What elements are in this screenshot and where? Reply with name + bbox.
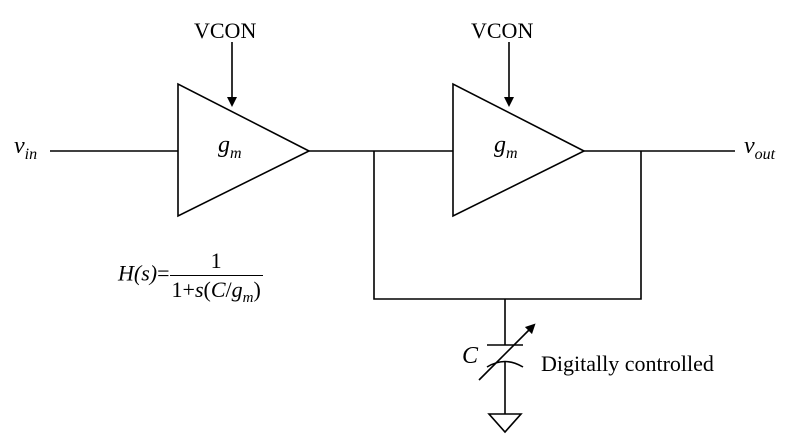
capacitor-tuning-arrow	[478, 323, 536, 381]
capacitor-note: Digitally controlled	[541, 351, 714, 376]
transfer-function-numerator: 1	[169, 250, 263, 276]
capacitor-label: C	[462, 343, 479, 369]
amplifier-1-control-label: VCON	[194, 18, 257, 43]
amplifier-2-control-label: VCON	[471, 18, 534, 43]
amplifier-2-triangle	[452, 82, 586, 218]
amplifier-1-gain-label: gm	[218, 132, 242, 162]
ground-symbol	[487, 413, 523, 434]
output-label: vout	[744, 133, 776, 163]
feedback-loop	[373, 151, 642, 300]
amplifier-1-triangle	[177, 82, 311, 218]
transfer-function-lhs: H(s)	[118, 260, 158, 286]
amplifier-2-gain-label: gm	[494, 132, 518, 162]
transfer-function-denominator: 1+s(C/gm)	[171, 277, 261, 306]
transfer-function-equals: =	[157, 260, 170, 286]
input-label: vin	[14, 133, 38, 163]
